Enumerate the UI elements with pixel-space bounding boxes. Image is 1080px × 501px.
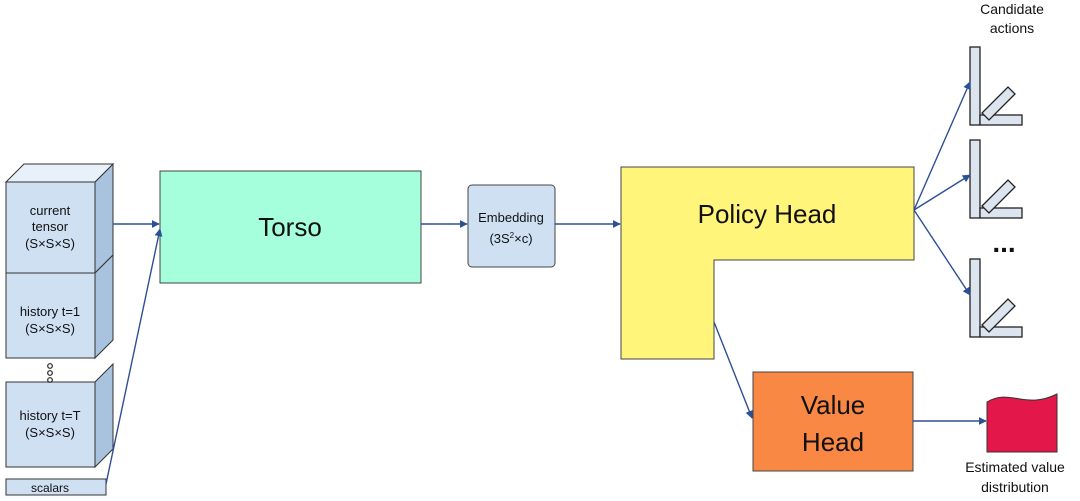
cube-current-tensor: current tensor (S×S×S) — [4, 162, 115, 275]
value-head-label-1: Value — [801, 390, 866, 420]
history-t-dims: (S×S×S) — [25, 425, 75, 440]
cube-history-t: history t=T (S×S×S) — [5, 362, 114, 469]
torso-block: Torso — [159, 170, 422, 284]
value-head-label-2: Head — [802, 427, 864, 457]
current-tensor-label-2: tensor — [32, 219, 69, 234]
arrow-policy-to-action-3 — [913, 209, 971, 296]
value-head-block: Value Head — [752, 371, 914, 472]
embedding-label: Embedding — [478, 210, 544, 225]
candidate-actions-label-1: Candidate — [980, 1, 1044, 17]
arrow-scalars-to-torso — [105, 228, 163, 485]
estimated-value-label-2: distribution — [981, 479, 1049, 495]
current-tensor-label-1: current — [30, 203, 71, 218]
action-icon-3 — [969, 258, 1023, 338]
policy-head-block: Policy Head — [620, 166, 915, 360]
candidate-actions-label-2: actions — [990, 20, 1034, 36]
scalars-bar: scalars — [5, 478, 107, 496]
torso-label: Torso — [258, 212, 322, 242]
history-1-dims: (S×S×S) — [25, 321, 75, 336]
arrow-policy-to-value — [713, 321, 754, 419]
arrow-policy-to-action-2 — [913, 174, 971, 211]
candidate-actions: Candidate actions ... — [969, 1, 1044, 338]
action-icon-2 — [969, 139, 1023, 219]
history-ellipsis-dots — [47, 363, 53, 383]
history-1-label: history t=1 — [20, 304, 80, 319]
action-icon-1 — [969, 46, 1023, 126]
value-distribution: Estimated value distribution — [965, 393, 1065, 495]
embedding-block: Embedding (3S2×c) — [467, 184, 556, 268]
value-distribution-shape — [986, 393, 1058, 453]
cube-history-1: history t=1 (S×S×S) — [5, 253, 114, 360]
input-stack: current tensor (S×S×S) history t=1 (S×S×… — [4, 162, 115, 496]
connectors — [105, 81, 987, 485]
estimated-value-label-1: Estimated value — [965, 459, 1065, 475]
scalars-label: scalars — [31, 481, 69, 495]
current-tensor-dims: (S×S×S) — [25, 236, 75, 251]
arrow-policy-to-action-1 — [913, 81, 971, 211]
candidate-actions-ellipsis: ... — [992, 227, 1015, 258]
embedding-dims: (3S2×c) — [489, 231, 532, 246]
policy-head-label: Policy Head — [698, 199, 837, 229]
history-t-label: history t=T — [19, 408, 80, 423]
